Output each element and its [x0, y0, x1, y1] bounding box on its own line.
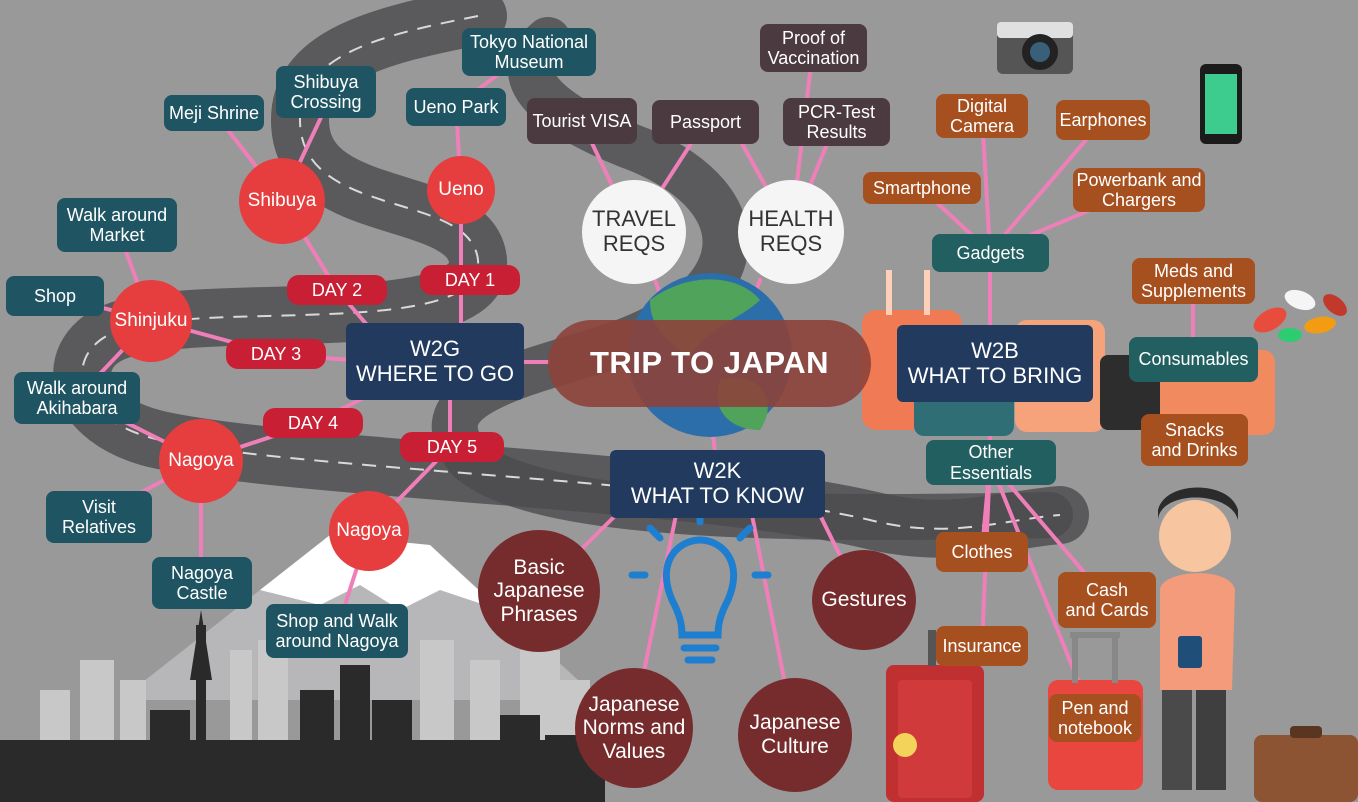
bring-insurance: Insurance	[936, 626, 1028, 666]
day-5-label: DAY 5	[400, 432, 504, 462]
spot-meji-shrine: Meji Shrine	[164, 95, 264, 131]
spot-shibuya-crossing: Shibuya Crossing	[276, 66, 376, 118]
req-tourist-visa: Tourist VISA	[527, 98, 637, 144]
day-3-label: DAY 3	[226, 339, 326, 369]
know-basic-phrases: Basic Japanese Phrases	[478, 530, 600, 652]
branch-w2k: W2K WHAT TO KNOW	[610, 450, 825, 518]
place-nagoya-day4: Nagoya	[159, 419, 243, 503]
bring-other-essentials: Other Essentials	[926, 440, 1056, 485]
know-culture: Japanese Culture	[738, 678, 852, 792]
branch-w2b: W2B WHAT TO BRING	[897, 325, 1093, 402]
spot-walk-around-akihabara: Walk around Akihabara	[14, 372, 140, 424]
know-gestures: Gestures	[812, 550, 916, 650]
day-4-label: DAY 4	[263, 408, 363, 438]
traveler-icon	[1158, 487, 1238, 790]
spot-walk-around-market: Walk around Market	[57, 198, 177, 252]
bring-digital-camera: Digital Camera	[936, 94, 1028, 138]
city-silhouette	[0, 610, 605, 802]
req-proof-of-vaccination: Proof of Vaccination	[760, 24, 867, 72]
bring-cash-cards: Cash and Cards	[1058, 572, 1156, 628]
bring-meds-supplements: Meds and Supplements	[1132, 258, 1255, 304]
place-shibuya: Shibuya	[239, 158, 325, 244]
bring-snacks-drinks: Snacks and Drinks	[1141, 414, 1248, 466]
bring-gadgets: Gadgets	[932, 234, 1049, 272]
bring-smartphone: Smartphone	[863, 172, 981, 204]
spot-visit-relatives: Visit Relatives	[46, 491, 152, 543]
bring-earphones: Earphones	[1056, 100, 1150, 140]
day-1-label: DAY 1	[420, 265, 520, 295]
bring-pen-notebook: Pen and notebook	[1049, 694, 1141, 742]
place-ueno: Ueno	[427, 156, 495, 224]
branch-w2g: W2G WHERE TO GO	[346, 323, 524, 400]
health-reqs-circle: HEALTH REQS	[738, 180, 844, 284]
spot-shop: Shop	[6, 276, 104, 316]
req-pcr-test-results: PCR-Test Results	[783, 98, 890, 146]
pills-icon	[1253, 289, 1347, 342]
bring-powerbank-chargers: Powerbank and Chargers	[1073, 168, 1205, 212]
camera-icon	[997, 22, 1073, 74]
lightbulb-icon	[628, 504, 772, 664]
central-topic: TRIP TO JAPAN	[548, 320, 871, 407]
bring-consumables: Consumables	[1129, 337, 1258, 382]
brown-suitcase-icon	[1254, 726, 1358, 802]
smartphone-icon	[1200, 64, 1242, 144]
place-nagoya-day5: Nagoya	[329, 491, 409, 571]
req-passport: Passport	[652, 100, 759, 144]
day-2-label: DAY 2	[287, 275, 387, 305]
spot-shop-walk-nagoya: Shop and Walk around Nagoya	[266, 604, 408, 658]
know-norms-values: Japanese Norms and Values	[575, 668, 693, 788]
spot-tokyo-national-museum: Tokyo National Museum	[462, 28, 596, 76]
place-shinjuku: Shinjuku	[110, 280, 192, 362]
bring-clothes: Clothes	[936, 532, 1028, 572]
spot-ueno-park: Ueno Park	[406, 88, 506, 126]
spot-nagoya-castle: Nagoya Castle	[152, 557, 252, 609]
travel-reqs-circle: TRAVEL REQS	[582, 180, 686, 284]
